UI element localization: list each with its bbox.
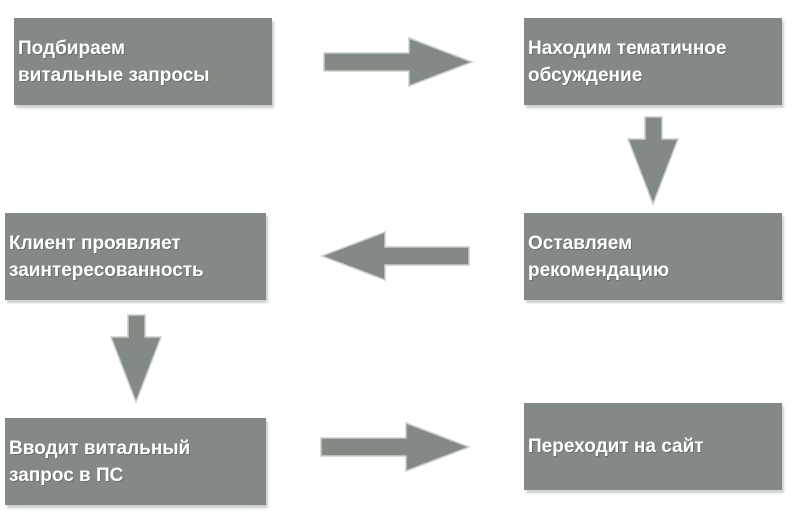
step-box-enter-query: Вводит витальный запрос в ПС <box>5 418 266 505</box>
arrow-down-icon <box>109 314 163 405</box>
arrow-right-icon <box>320 421 472 473</box>
step-label: Находим тематичное обсуждение <box>528 37 727 86</box>
step-box-client-interest: Клиент проявляет заинтересованность <box>5 213 266 300</box>
arrow-down-icon <box>626 116 680 207</box>
step-box-go-to-site: Переходит на сайт <box>524 403 782 490</box>
arrow-right-icon <box>323 36 475 88</box>
step-label: Переходит на сайт <box>528 436 704 457</box>
step-box-select-queries: Подбираем витальные запросы <box>14 18 272 105</box>
step-label: Вводит витальный запрос в ПС <box>9 437 191 486</box>
step-label: Подбираем витальные запросы <box>18 37 210 86</box>
step-label: Оставляем рекомендацию <box>528 232 670 281</box>
step-label: Клиент проявляет заинтересованность <box>9 232 204 281</box>
step-box-leave-recommendation: Оставляем рекомендацию <box>524 213 782 300</box>
arrow-left-icon <box>319 230 470 282</box>
step-box-find-discussion: Находим тематичное обсуждение <box>524 18 782 105</box>
